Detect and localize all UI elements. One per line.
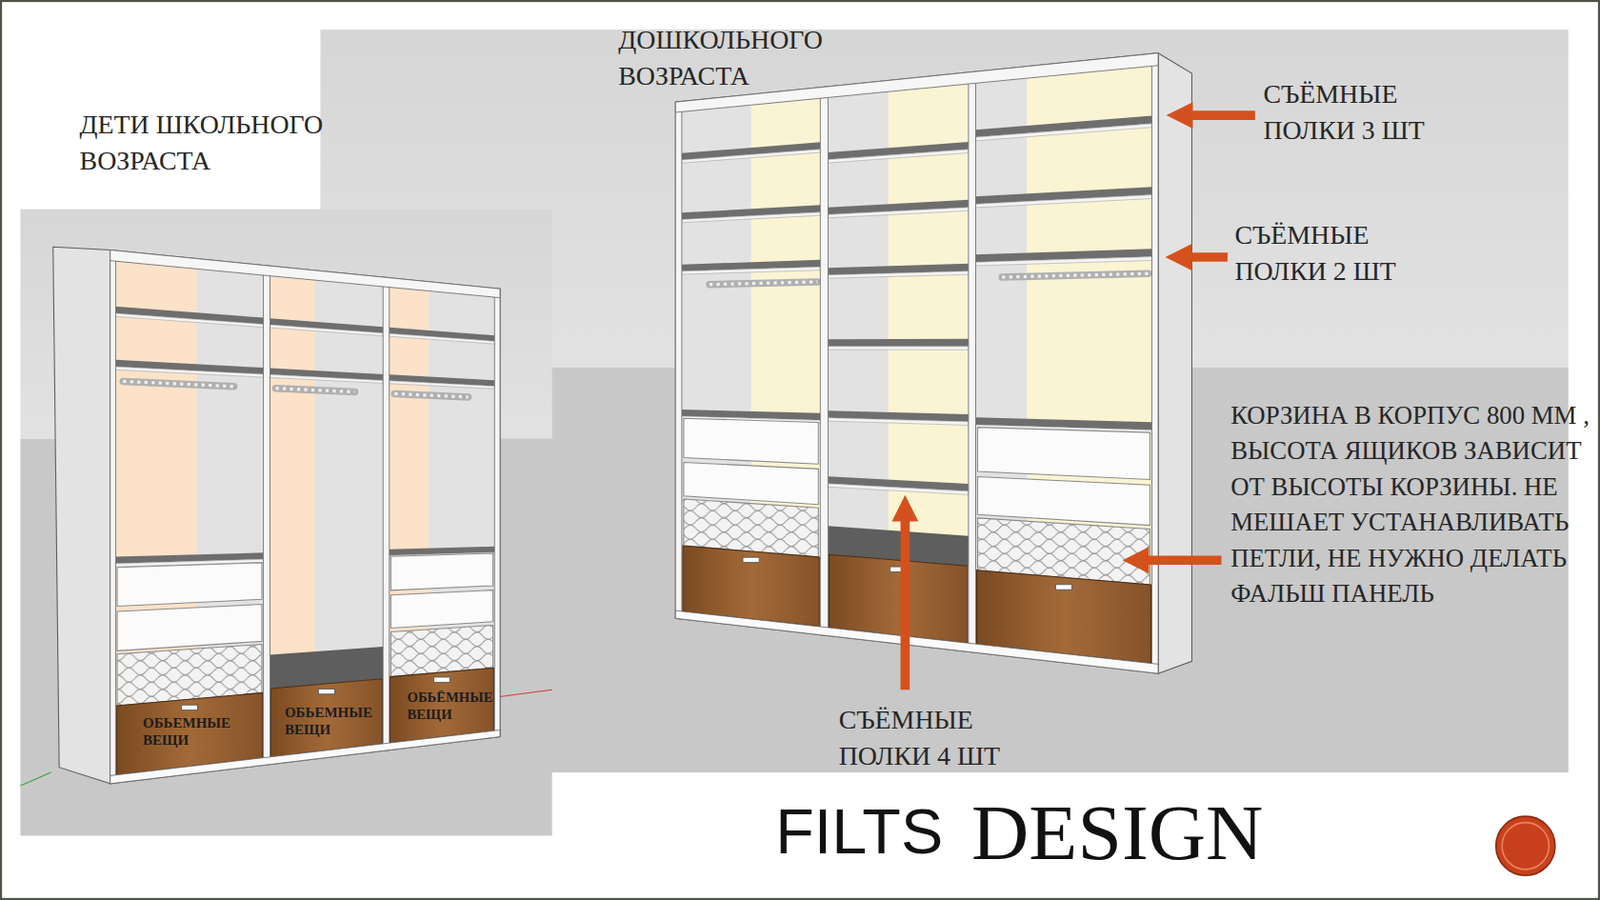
panel xyxy=(263,265,271,766)
wardrobe xyxy=(675,53,1192,674)
panel xyxy=(968,71,977,653)
callout-note: КОРЗИНА В КОРПУС 800 ММ , ВЫСОТА ЯЩИКОВ … xyxy=(1230,397,1590,612)
compartment xyxy=(389,287,496,744)
drawer-handle xyxy=(180,704,198,710)
shelf-edge xyxy=(270,374,384,383)
drawer xyxy=(978,477,1151,526)
hanging-rod xyxy=(709,281,818,285)
shelf-edge xyxy=(389,380,496,390)
panel xyxy=(494,288,500,739)
drawer xyxy=(390,590,493,629)
shelf-edge xyxy=(270,324,384,337)
drawer-handle xyxy=(433,677,450,682)
drawer-handle xyxy=(742,557,760,562)
callout-label: СЪЁМНЫЕ ПОЛКИ 3 ШТ xyxy=(1262,76,1452,148)
compartment xyxy=(976,65,1153,663)
panel xyxy=(820,86,828,637)
drawer-handle xyxy=(318,688,335,694)
drawer-front xyxy=(390,667,495,743)
shelf-edge xyxy=(827,346,968,351)
logo-circle xyxy=(1496,816,1556,876)
drawer xyxy=(117,604,262,652)
callout-label: СЪЁМНЫЕ ПОЛКИ 2 ШТ xyxy=(1234,217,1423,289)
shelf-edge xyxy=(827,418,968,426)
axis-line xyxy=(20,772,51,786)
wardrobe xyxy=(53,246,500,784)
hanging-rod xyxy=(709,281,818,285)
heading-label: ДОШКОЛЬНОГО ВОЗРАСТА xyxy=(618,22,859,95)
panel xyxy=(675,100,682,620)
drawer-label: ОБЬЁМНЫЕ ВЕЩИ xyxy=(407,688,494,723)
shelf-edge xyxy=(827,271,968,280)
brand-wordmark: DESIGN xyxy=(971,793,1263,874)
drawer-label: ОБЬЕМНЫЕ ВЕЩИ xyxy=(142,714,231,749)
side-panel xyxy=(1158,53,1192,674)
callout-label: СЪЁМНЫЕ ПОЛКИ 4 ШТ xyxy=(839,701,1028,774)
compartment xyxy=(270,276,384,758)
callout-arrow xyxy=(1166,101,1256,129)
top-panel xyxy=(110,250,500,299)
hanging-rod xyxy=(394,393,468,398)
shelf-edge xyxy=(115,313,263,328)
carcass xyxy=(110,250,500,784)
drawer xyxy=(390,553,493,591)
shelf-edge xyxy=(115,366,263,378)
shelf-edge xyxy=(976,123,1153,141)
logo-circle xyxy=(1501,822,1549,870)
callout-arrow xyxy=(1122,546,1222,574)
hanging-rod xyxy=(122,380,234,386)
drawer-front: ОБЬЁМНЫЕ ВЕЩИ xyxy=(407,688,494,723)
hanging-rod xyxy=(1001,273,1149,278)
callout-arrow xyxy=(891,495,919,691)
drawer xyxy=(683,418,819,464)
side-panel xyxy=(53,246,111,784)
compartment xyxy=(681,98,820,627)
shelf-edge xyxy=(827,207,968,219)
heading-label: ДЕТИ ШКОЛЬНОГО ВОЗРАСТА xyxy=(80,107,386,180)
drawer-front: ОБЬЕМНЫЕ ВЕЩИ xyxy=(142,714,231,749)
shelf-edge xyxy=(681,212,820,223)
shelf xyxy=(827,339,968,347)
hanging-rod xyxy=(394,393,468,398)
shelf-edge xyxy=(681,266,820,275)
panel xyxy=(382,277,390,751)
drawer-front xyxy=(270,679,382,758)
shelf-edge xyxy=(827,149,968,163)
axis-line xyxy=(498,689,553,698)
panel xyxy=(110,250,117,784)
callout-arrow xyxy=(1165,243,1228,271)
shelf-edge xyxy=(389,333,496,344)
brand-wordmark: FILTS xyxy=(775,800,943,863)
hanging-rod xyxy=(275,388,355,393)
drawer xyxy=(683,461,819,504)
compartment xyxy=(115,260,263,776)
carcass xyxy=(675,53,1159,674)
drawer-handle xyxy=(1055,584,1072,590)
shelf-edge xyxy=(681,149,820,163)
compartment xyxy=(827,83,968,643)
drawer xyxy=(117,562,262,607)
panel xyxy=(1151,53,1159,674)
hanging-rod xyxy=(275,388,355,393)
shelf-edge xyxy=(976,257,1153,266)
drawer xyxy=(978,427,1151,480)
plinth xyxy=(675,610,1159,674)
shelf-edge xyxy=(976,195,1153,208)
shelf-edge xyxy=(827,483,968,496)
hanging-rod xyxy=(122,380,234,386)
drawer-label: ОБЬЕМНЫЕ ВЕЩИ xyxy=(284,703,373,739)
drawer-front: ОБЬЕМНЫЕ ВЕЩИ xyxy=(284,703,373,739)
hanging-rod xyxy=(1001,273,1149,278)
